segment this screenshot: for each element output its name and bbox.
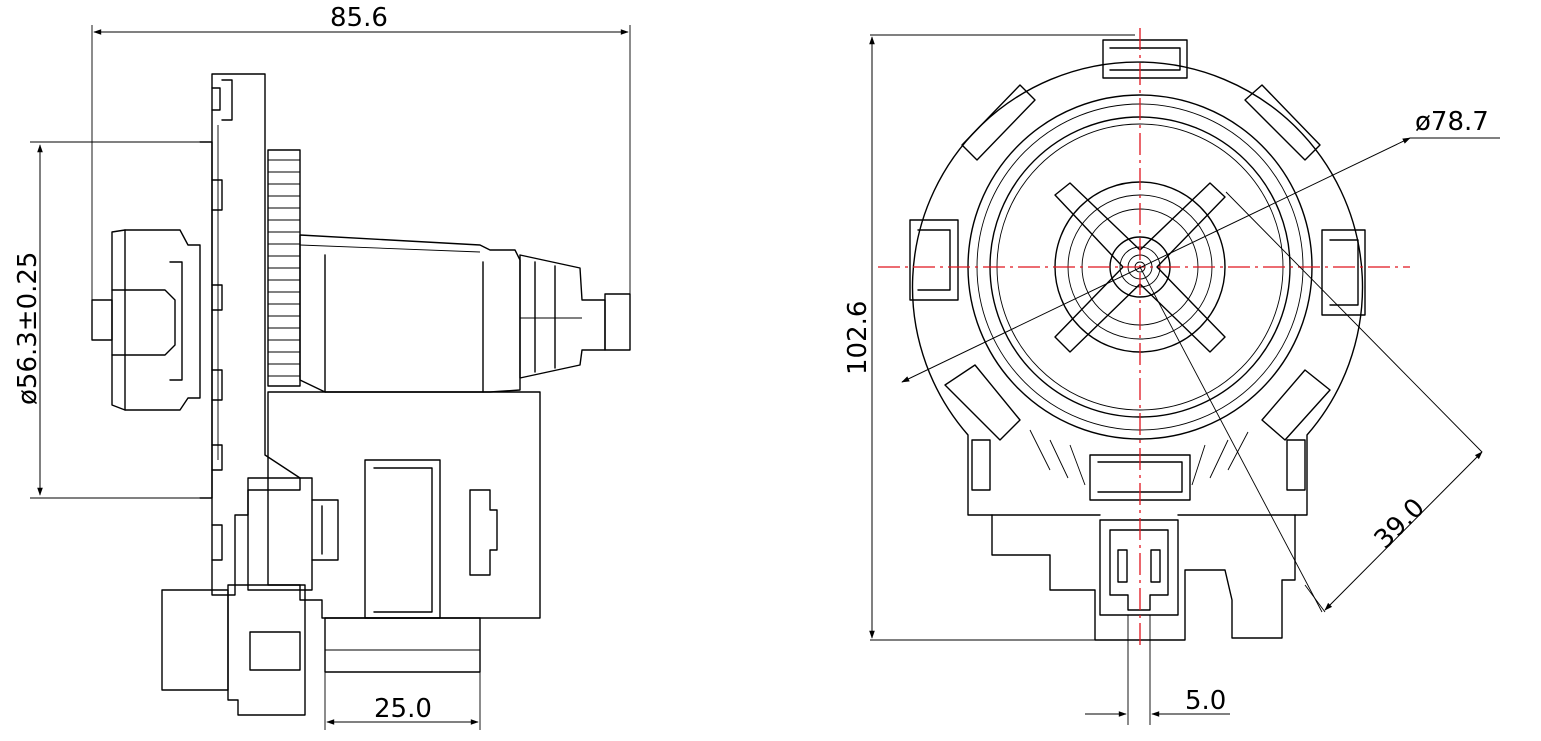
dim-terminal-width: 5.0 xyxy=(1185,686,1226,716)
dim-overall-height: 102.6 xyxy=(843,301,873,375)
dim-overall-length: 85.6 xyxy=(330,3,388,33)
side-view: 85.6 ø56.3±0.25 25.0 xyxy=(13,3,631,730)
dim-radial-distance: 39.0 xyxy=(1369,493,1431,555)
dim-outlet-width: 25.0 xyxy=(374,694,432,724)
dim-flange-diameter: ø56.3±0.25 xyxy=(13,252,43,405)
dim-body-diameter: ø78.7 xyxy=(1415,107,1489,137)
front-view: ø78.7 102.6 39.0 5.0 xyxy=(843,28,1500,725)
